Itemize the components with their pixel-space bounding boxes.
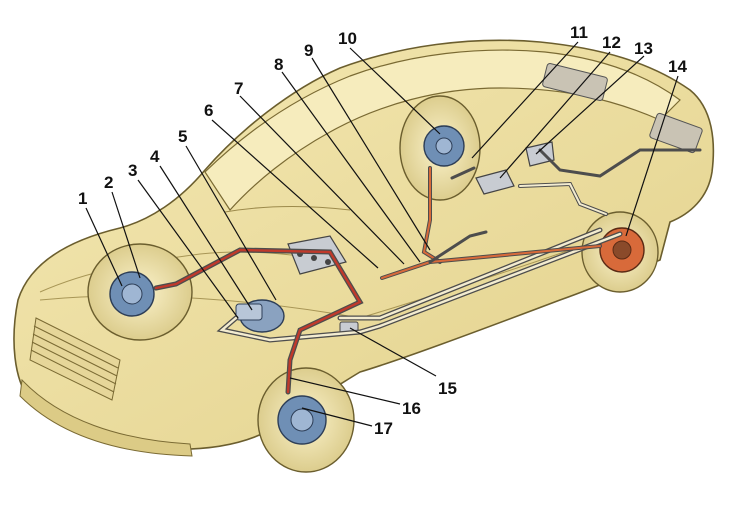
callout-2: 2 [104,173,113,192]
pedal-bracket-box [287,235,347,275]
callout-13: 13 [634,39,653,58]
wheel-rear-left [399,95,481,201]
wheel-front-right [257,367,355,473]
callout-5: 5 [178,127,187,146]
callout-1: 1 [78,189,87,208]
pressure-regulator [475,169,515,195]
callout-14: 14 [668,57,687,76]
callout-11: 11 [570,23,588,42]
rear-light-left [542,62,608,102]
callout-6: 6 [204,101,213,120]
brake-lines [153,148,702,395]
wheel-rear-right [581,211,659,293]
callout-8: 8 [274,55,283,74]
wheel-front-left [87,243,193,341]
front-grille [29,317,121,401]
callout-9: 9 [304,41,313,60]
callout-10: 10 [338,29,357,48]
callout-15: 15 [438,379,457,398]
leader-lines [85,41,679,427]
rear-bracket [525,141,555,167]
callout-labels: 1 2 3 4 5 6 7 8 9 10 11 12 13 14 15 16 1… [78,23,687,438]
callout-3: 3 [128,161,137,180]
callout-7: 7 [234,79,243,98]
callout-16: 16 [402,399,421,418]
front-bumper [19,378,193,457]
callout-12: 12 [602,33,621,52]
windshield-base [224,205,351,213]
callout-4: 4 [150,147,160,166]
hood-line [39,251,331,293]
callout-17: 17 [374,419,393,438]
